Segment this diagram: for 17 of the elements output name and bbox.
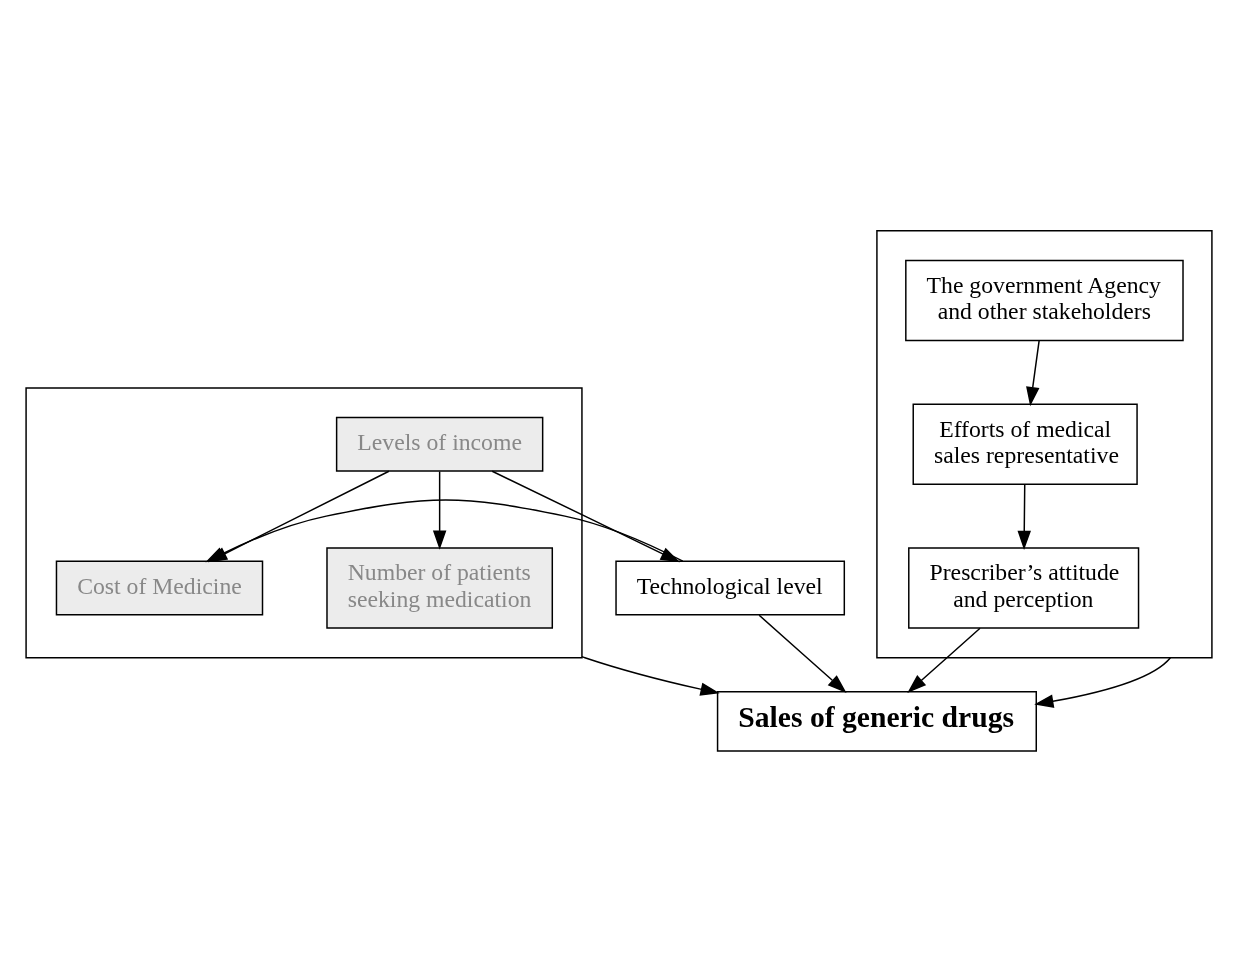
node-box: Efforts of medical sales representative (912, 403, 1138, 485)
node-box: Levels of income (335, 416, 544, 472)
arrow (1034, 656, 1172, 708)
node-box: Sales of generic drugs (716, 691, 1037, 752)
node-box: Cost of Medicine (55, 560, 264, 616)
cluster (25, 387, 583, 659)
arrow (1017, 483, 1031, 551)
arrow (581, 655, 720, 696)
arrow (1026, 340, 1040, 407)
arrow (758, 614, 847, 693)
arrow (907, 627, 981, 693)
node-box: Technological level (615, 560, 846, 616)
cluster (876, 230, 1213, 659)
arrow (432, 470, 447, 550)
node-box: The government Agency and other stakeholders (905, 259, 1184, 342)
node-box: Number of patients seeking medication (326, 547, 554, 629)
node-box: Prescriber’s attitude and perception (908, 547, 1140, 629)
